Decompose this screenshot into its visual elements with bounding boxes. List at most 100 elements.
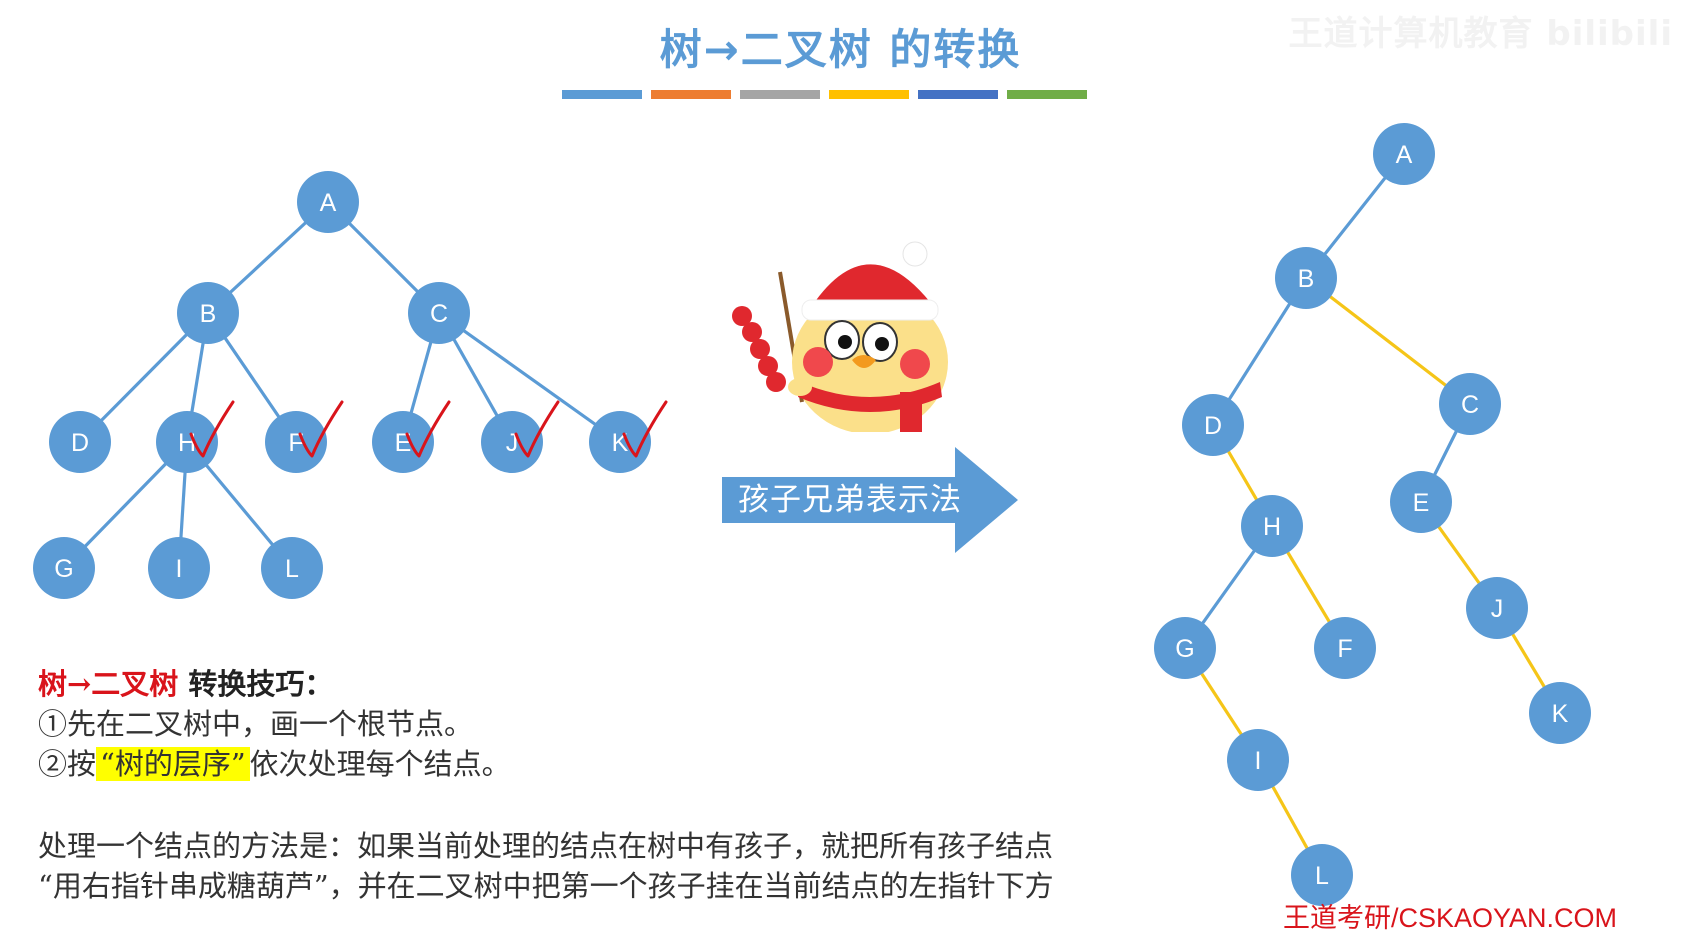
color-bars xyxy=(562,90,1087,99)
check-mark-icon xyxy=(622,400,668,458)
chick-mascot-icon xyxy=(732,241,948,432)
node-circle xyxy=(1390,471,1452,533)
left-node-d: D xyxy=(49,411,111,473)
footer-brand: 王道考研/CSKAOYAN.COM xyxy=(1283,903,1618,933)
title-part2: 二叉树 的转换 xyxy=(740,25,1022,74)
node-circle xyxy=(1275,247,1337,309)
right-node-f: F xyxy=(1314,617,1376,679)
right-node-b: B xyxy=(1275,247,1337,309)
node-circle xyxy=(1529,682,1591,744)
node-label: E xyxy=(395,429,412,457)
node-circle xyxy=(265,411,327,473)
check-marks xyxy=(189,400,668,458)
node-circle xyxy=(297,171,359,233)
node-label: K xyxy=(1552,700,1569,728)
right-node-g: G xyxy=(1154,617,1216,679)
check-mark-icon xyxy=(405,400,451,458)
watermark: 王道计算机教育 bilibili xyxy=(1288,14,1673,54)
tips-step-2-prefix: ②按 xyxy=(38,747,97,781)
right-node-j: J xyxy=(1466,577,1528,639)
left-edge-c-k xyxy=(438,311,621,444)
right-node-k: K xyxy=(1529,682,1591,744)
node-circle xyxy=(1439,373,1501,435)
tips-title-red: 树→二叉树 xyxy=(38,667,179,701)
node-circle xyxy=(589,411,651,473)
right-node-e: E xyxy=(1390,471,1452,533)
right-node-h: H xyxy=(1241,495,1303,557)
color-bar xyxy=(918,90,998,99)
node-label: D xyxy=(1204,412,1222,440)
node-circle xyxy=(156,411,218,473)
right-sibling-edge-b-c xyxy=(1305,276,1471,406)
color-bar xyxy=(740,90,820,99)
node-label: C xyxy=(430,300,448,328)
title-part1: 树 xyxy=(659,25,704,74)
node-label: B xyxy=(200,300,217,328)
node-label: I xyxy=(1255,747,1262,775)
node-label: A xyxy=(1396,141,1413,169)
check-mark-icon xyxy=(298,400,344,458)
method-paragraph: 处理一个结点的方法是：如果当前处理的结点在树中有孩子，就把所有孩子结点 “用右指… xyxy=(38,826,1054,906)
left-node-j: J xyxy=(481,411,543,473)
node-label: G xyxy=(1175,635,1194,663)
right-tree-nodes: A B C D H E J G F K I L xyxy=(1154,123,1591,906)
node-circle xyxy=(1314,617,1376,679)
left-node-f: F xyxy=(265,411,327,473)
color-bar xyxy=(829,90,909,99)
node-circle xyxy=(1466,577,1528,639)
right-node-c: C xyxy=(1439,373,1501,435)
right-node-d: D xyxy=(1182,394,1244,456)
node-circle xyxy=(177,282,239,344)
right-node-l: L xyxy=(1291,844,1353,906)
tips-title: 树→二叉树 转换技巧： xyxy=(38,664,511,704)
node-circle xyxy=(372,411,434,473)
node-label: I xyxy=(176,555,183,583)
node-label: J xyxy=(1491,595,1504,623)
title-arrow: → xyxy=(703,25,741,74)
node-label: F xyxy=(1337,635,1352,663)
method-line-1: 处理一个结点的方法是：如果当前处理的结点在树中有孩子，就把所有孩子结点 xyxy=(38,829,1054,863)
node-circle xyxy=(1154,617,1216,679)
node-label: H xyxy=(1263,513,1281,541)
left-node-g: G xyxy=(33,537,95,599)
page-title: 树→二叉树 的转换 xyxy=(0,16,1681,77)
right-node-a: A xyxy=(1373,123,1435,185)
tips-step-1: ①先在二叉树中，画一个根节点。 xyxy=(38,707,474,741)
left-node-l: L xyxy=(261,537,323,599)
tips-title-rest: 转换技巧： xyxy=(178,667,334,701)
node-circle xyxy=(1291,844,1353,906)
check-mark-icon xyxy=(514,400,560,458)
node-circle xyxy=(33,537,95,599)
right-node-i: I xyxy=(1227,729,1289,791)
node-circle xyxy=(148,537,210,599)
node-circle xyxy=(49,411,111,473)
node-label: C xyxy=(1461,391,1479,419)
tips-block: 树→二叉树 转换技巧： ①先在二叉树中，画一个根节点。 ②按“树的层序”依次处理… xyxy=(38,664,511,784)
left-node-i: I xyxy=(148,537,210,599)
node-label: E xyxy=(1413,489,1430,517)
node-label: L xyxy=(285,555,299,583)
left-tree-edges xyxy=(62,200,621,570)
color-bar xyxy=(562,90,642,99)
tips-step-2: ②按“树的层序”依次处理每个结点。 xyxy=(38,744,511,784)
color-bar xyxy=(1007,90,1087,99)
color-bar xyxy=(651,90,731,99)
node-label: G xyxy=(54,555,73,583)
node-label: J xyxy=(506,429,519,457)
node-label: L xyxy=(1315,862,1329,890)
transform-arrow-icon xyxy=(722,447,1018,553)
method-line-2: “用右指针串成糖葫芦”，并在二叉树中把第一个孩子挂在当前结点的左指针下方 xyxy=(38,869,1054,903)
node-label: B xyxy=(1298,265,1315,293)
node-circle xyxy=(1227,729,1289,791)
node-circle xyxy=(408,282,470,344)
left-node-b: B xyxy=(177,282,239,344)
node-circle xyxy=(1373,123,1435,185)
left-node-a: A xyxy=(297,171,359,233)
node-label: D xyxy=(71,429,89,457)
node-label: F xyxy=(288,429,303,457)
left-node-c: C xyxy=(408,282,470,344)
node-circle xyxy=(1241,495,1303,557)
check-mark-icon xyxy=(189,400,235,458)
